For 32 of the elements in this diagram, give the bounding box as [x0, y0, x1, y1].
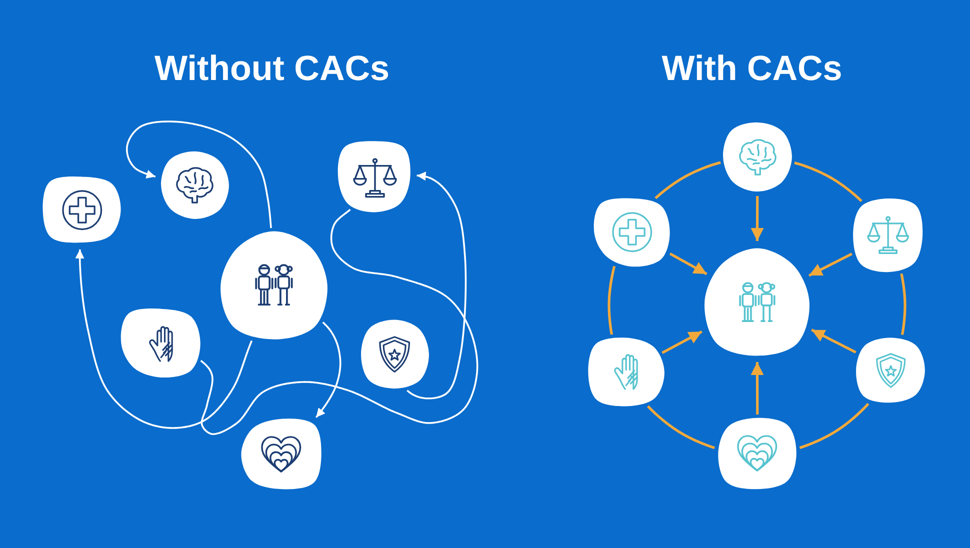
connector-line [799, 402, 870, 450]
connector-line [608, 266, 616, 335]
panel-heading: With CACs [662, 49, 842, 90]
panel-heading: Without CACs [154, 49, 390, 90]
connector-line [646, 405, 715, 450]
icon-blob [240, 417, 323, 491]
icon-blob [120, 307, 202, 380]
icon-blob [703, 246, 811, 358]
connector-line [200, 208, 478, 435]
arrow [126, 120, 272, 228]
icon-blob [722, 121, 793, 193]
icon-blob [360, 318, 430, 390]
arrow [750, 196, 764, 241]
arrow [406, 172, 467, 400]
icon-blob [219, 229, 329, 341]
icon-blob [852, 197, 924, 274]
arrow [811, 328, 856, 354]
arrow [662, 330, 702, 354]
icon-blob [587, 336, 666, 408]
arrow [315, 322, 342, 418]
icon-blob [717, 416, 798, 491]
connector-line [794, 162, 862, 202]
connector-line [654, 161, 721, 200]
icon-blob [42, 175, 122, 245]
icon-blob [593, 197, 671, 268]
connector-line [900, 273, 906, 335]
arrow [808, 252, 852, 277]
arrow [669, 252, 708, 276]
arrow [750, 362, 764, 414]
icon-blob [160, 150, 230, 220]
icon-blob [855, 336, 926, 404]
arrow [75, 249, 253, 429]
